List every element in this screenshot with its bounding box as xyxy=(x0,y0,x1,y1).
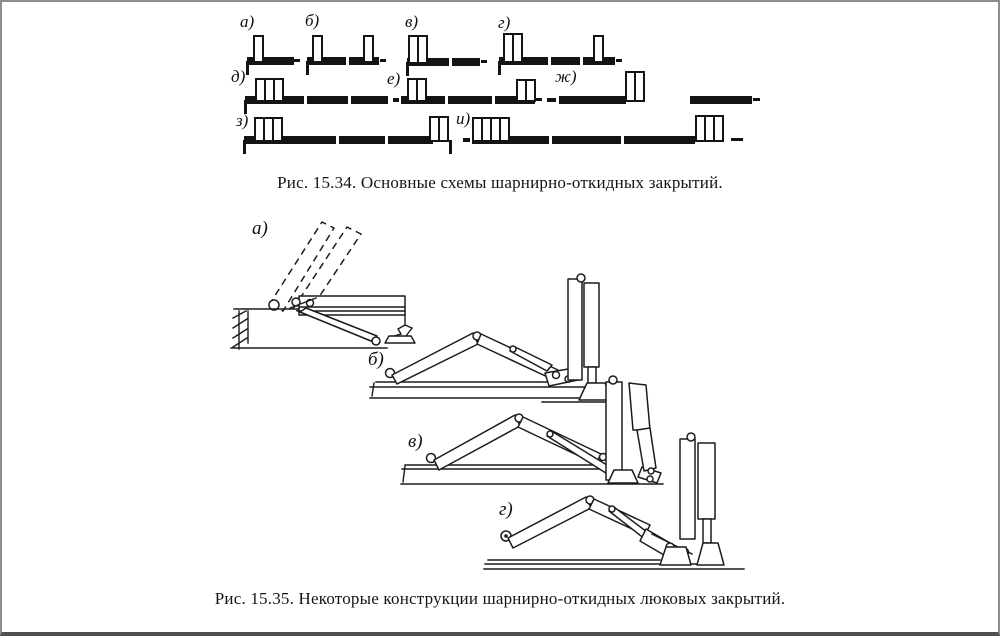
drawing-b-folding-pair xyxy=(369,273,621,403)
coaming-step xyxy=(498,61,501,75)
bar-tail xyxy=(731,138,743,141)
closed-panels-bar xyxy=(339,136,385,144)
caption-fig-15-35: Рис. 15.35. Некоторые конструкции шарнир… xyxy=(214,589,786,608)
raised-panel xyxy=(253,35,264,63)
stowed-cylinder xyxy=(628,382,651,431)
stowed-panel xyxy=(605,381,623,481)
closed-panels-bar xyxy=(690,96,752,104)
hydraulic-cylinder xyxy=(299,307,378,342)
raised-panel xyxy=(438,116,449,142)
drawing-a-closed-cover xyxy=(230,221,416,350)
scheme-letter-label: ж) xyxy=(555,67,577,86)
raised-panel xyxy=(634,71,645,102)
coaming-step xyxy=(406,62,409,76)
coaming-step xyxy=(244,100,247,114)
closed-panels-bar xyxy=(551,57,580,65)
raised-panel xyxy=(512,33,523,63)
scheme-letter-label: и) xyxy=(456,109,471,128)
folding-panel-left xyxy=(507,496,592,549)
bar-lead-dash xyxy=(547,98,556,102)
raised-panel xyxy=(593,35,604,63)
scheme-letter-label: г) xyxy=(498,13,511,32)
closed-panels-bar xyxy=(552,136,621,144)
raised-panel xyxy=(417,35,428,64)
closed-panels-bar xyxy=(388,136,433,144)
dashed-open-position xyxy=(268,221,335,312)
closed-panels-bar xyxy=(624,136,695,144)
bar-tail xyxy=(753,98,760,101)
support-foot xyxy=(696,542,725,566)
coaming-step xyxy=(243,140,246,154)
raised-panel xyxy=(525,79,536,102)
hinge-roller xyxy=(268,299,280,311)
stowed-cylinder xyxy=(583,282,600,368)
coaming-step xyxy=(246,61,249,75)
closed-panels-bar xyxy=(472,136,549,144)
support-foot xyxy=(607,469,639,484)
scheme-letter-label: а) xyxy=(240,12,255,31)
raised-panel xyxy=(312,35,323,63)
closed-panels-bar xyxy=(307,57,346,65)
closed-panels-bar xyxy=(244,136,336,144)
scheme-letter-label: д) xyxy=(231,67,246,86)
fig-15-34-schemes: а) б) в) г) д) е) ж) з) и) xyxy=(2,2,998,172)
coaming-step xyxy=(306,61,309,75)
stowed-cylinder xyxy=(697,442,716,520)
bar-tail xyxy=(616,59,622,62)
scheme-letter-label: е) xyxy=(387,69,401,88)
coaming-bracket xyxy=(390,314,414,338)
raised-panel xyxy=(499,117,510,142)
closed-panels-bar xyxy=(307,96,348,104)
bar-lead-dash xyxy=(463,138,470,142)
drawing-g-tent-linkage xyxy=(483,432,745,570)
closed-panels-bar xyxy=(452,58,480,66)
scheme-letter-label: б) xyxy=(305,11,320,30)
caption-fig-15-34: Рис. 15.34. Основные схемы шарнирно-отки… xyxy=(277,173,723,192)
bar-tail xyxy=(481,60,487,63)
support-foot xyxy=(659,546,692,566)
stowed-panel xyxy=(679,438,696,540)
raised-panel xyxy=(416,78,427,102)
raised-panel xyxy=(363,35,374,63)
folding-panel-left xyxy=(433,414,521,471)
closed-panels-bar xyxy=(351,96,388,104)
closed-panels-bar xyxy=(247,57,294,65)
coaming-step xyxy=(449,140,452,154)
bar-lead-dash xyxy=(393,98,399,102)
hinge-roller xyxy=(425,452,437,464)
drawing-v-tent-cylinder xyxy=(400,375,664,485)
raised-panel xyxy=(273,78,284,102)
closed-panels-bar xyxy=(499,57,548,65)
raised-panel xyxy=(713,115,724,142)
scheme-letter-label: в) xyxy=(405,12,419,31)
closed-panels-bar xyxy=(495,96,535,104)
bar-tail xyxy=(380,59,386,62)
scheme-letter-label: з) xyxy=(236,111,249,130)
bar-tail xyxy=(294,59,300,62)
stowed-panel xyxy=(567,278,583,381)
closed-panels-bar xyxy=(559,96,626,104)
closed-panels-bar xyxy=(407,58,449,66)
bar-tail xyxy=(536,98,542,101)
closed-panels-bar xyxy=(448,96,492,104)
raised-panel xyxy=(272,117,283,142)
